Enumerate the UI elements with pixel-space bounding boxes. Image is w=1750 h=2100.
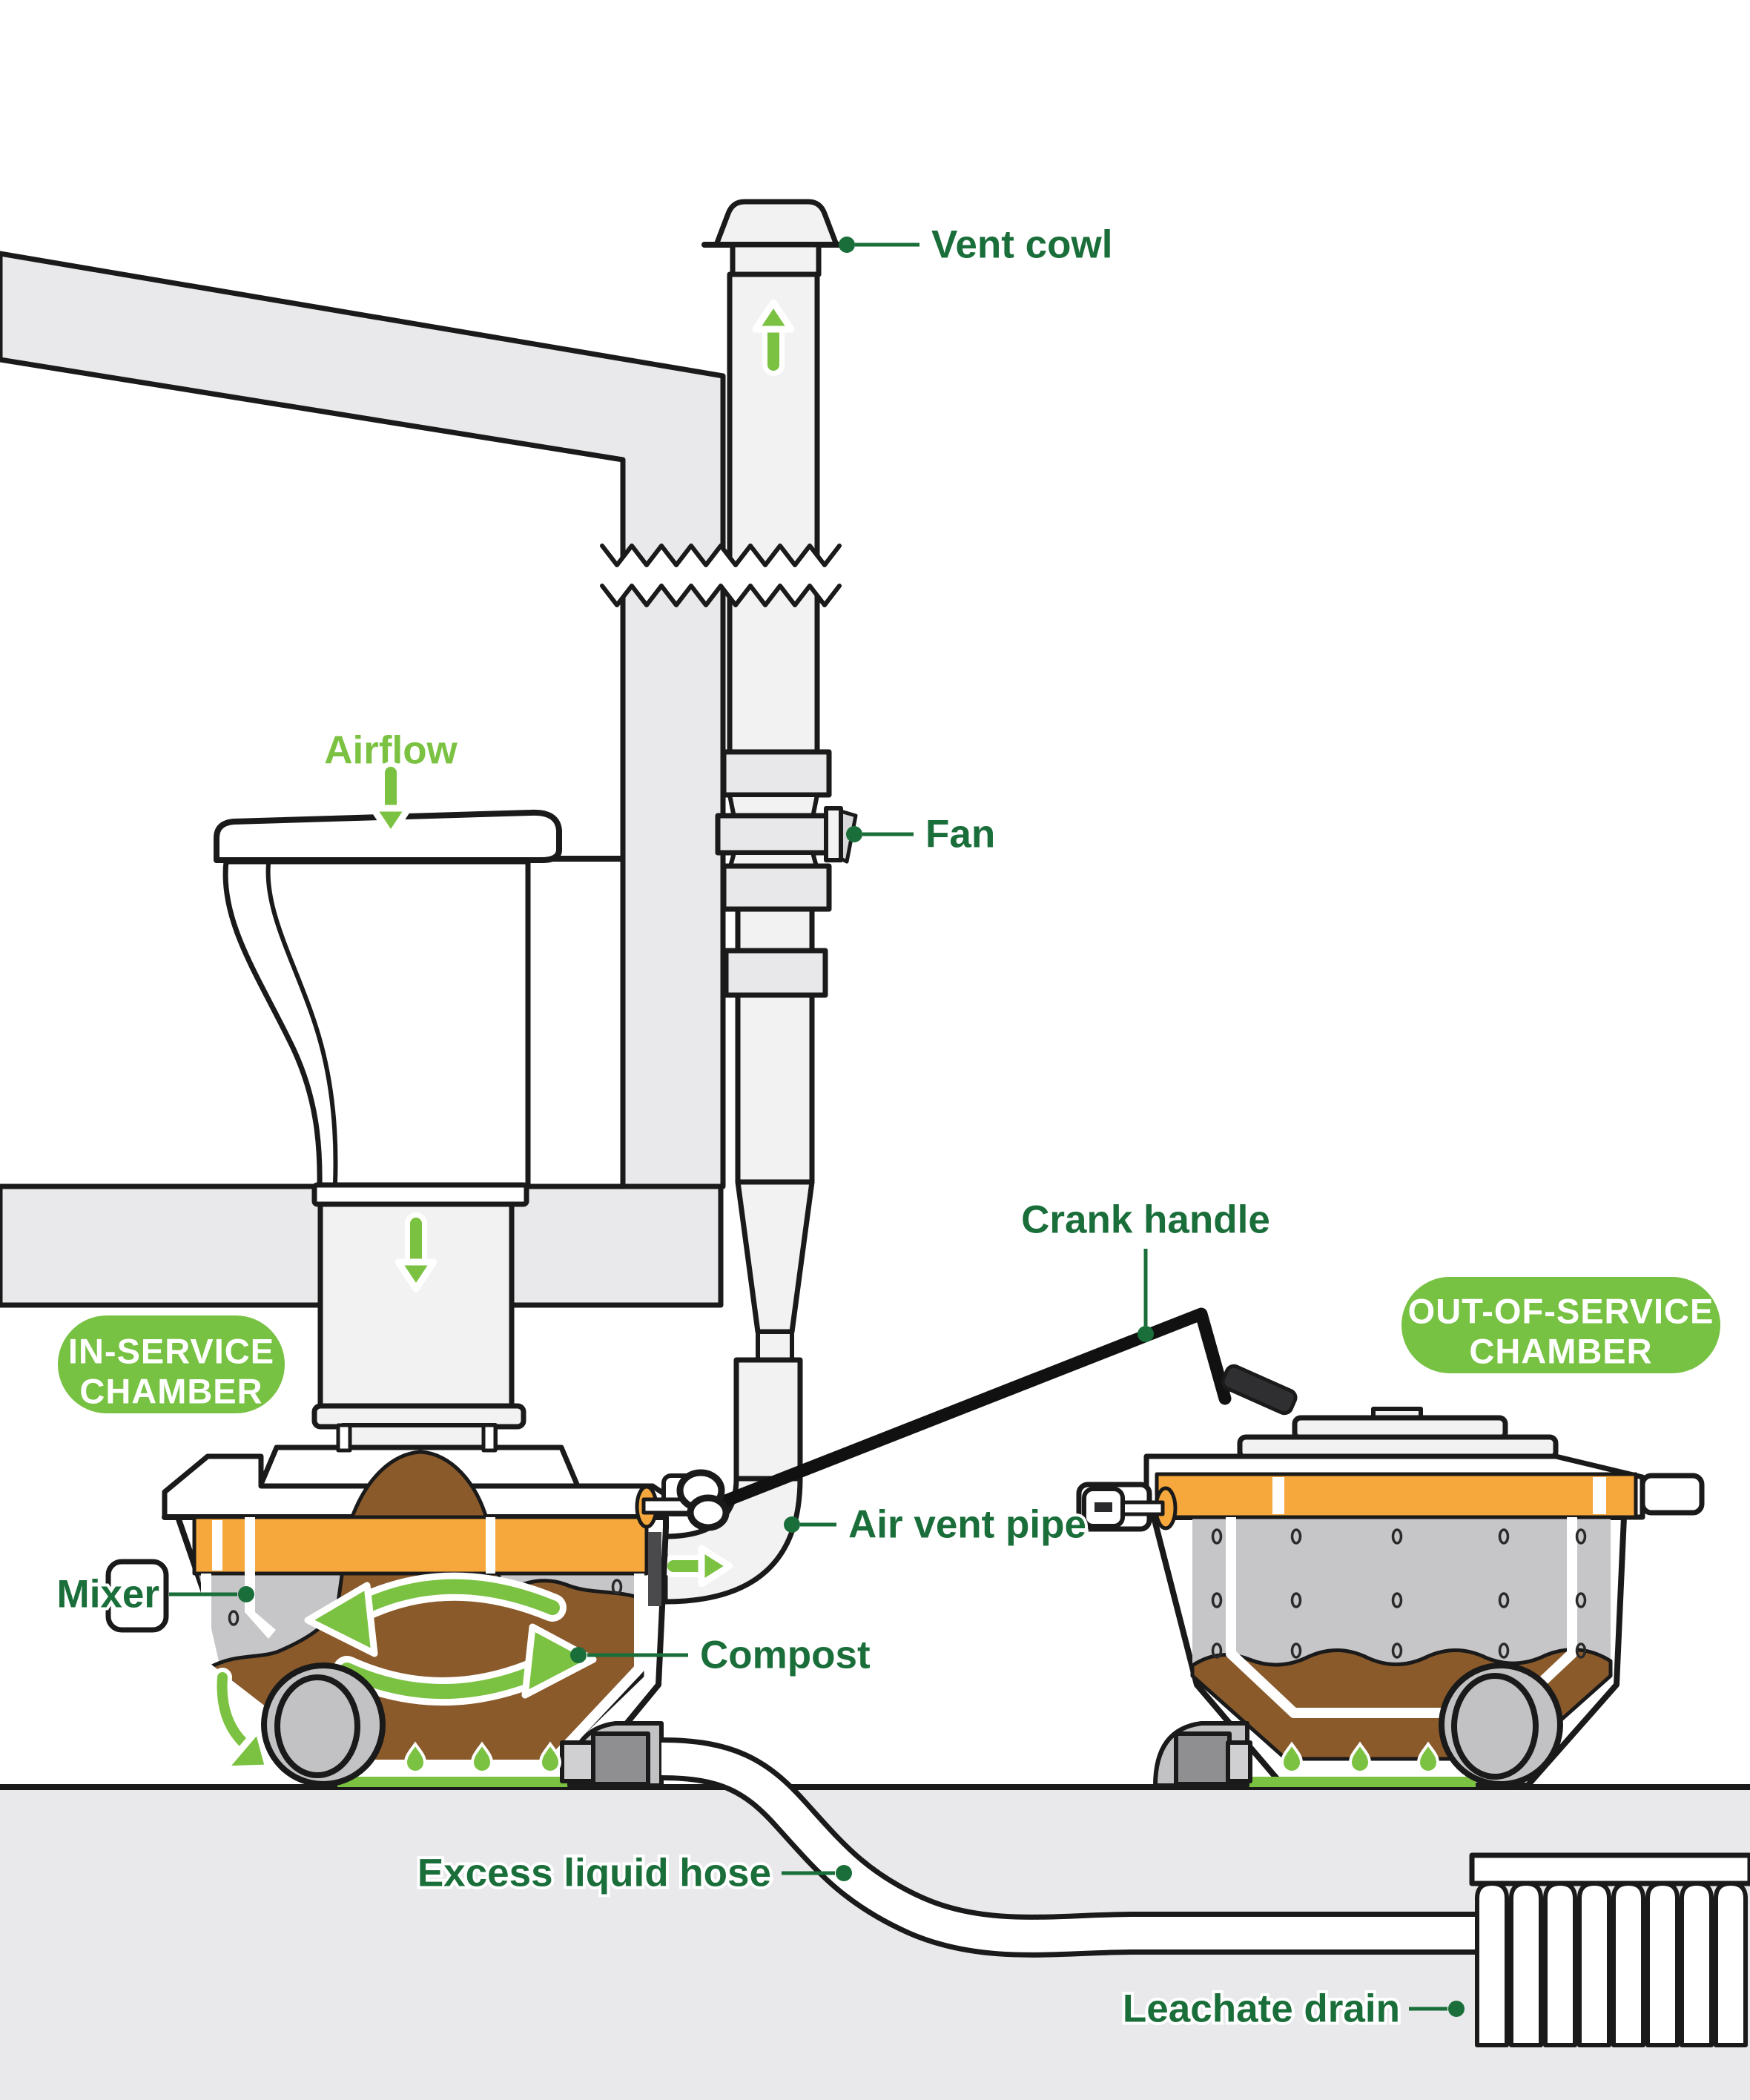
crank-link-2 xyxy=(687,1494,730,1531)
toilet-body xyxy=(222,859,531,1189)
toilet-plinth xyxy=(311,1182,529,1207)
vent-hole xyxy=(611,1579,623,1595)
air-vent-pipe-callout: Air vent pipe xyxy=(784,1500,1089,1550)
neck-wall-left xyxy=(336,1423,352,1453)
out-of-service-chamber xyxy=(1076,1407,1705,1789)
toilet-body-inner-line xyxy=(265,862,338,1186)
callouts: Vent cowl Fan Crank handle Air vent pipe… xyxy=(54,220,1465,2034)
vent-hole xyxy=(228,1610,240,1626)
pipe-drop xyxy=(733,1357,803,1482)
crank-grip xyxy=(1221,1364,1298,1416)
mixing-arrows-icon xyxy=(304,1572,597,1706)
orange-band xyxy=(192,1515,649,1576)
drain-header xyxy=(1469,1852,1750,1886)
green-strip xyxy=(1194,1777,1476,1787)
badge-line2: CHAMBER xyxy=(79,1372,262,1411)
vent-pipe-lower xyxy=(735,992,815,1185)
mixer-callout: Mixer xyxy=(54,1570,254,1619)
compost-label: Compost xyxy=(700,1634,871,1677)
badge-pill xyxy=(1401,1277,1720,1373)
airflow-callout: Airflow xyxy=(321,726,461,839)
pipe-coupling-2 xyxy=(721,863,832,912)
badge-pill xyxy=(58,1315,285,1413)
crank-assembly xyxy=(635,1307,1298,1531)
side-tab xyxy=(1640,1473,1705,1516)
wheel-hub xyxy=(1451,1673,1539,1780)
elbow-right-arrow-icon xyxy=(662,1545,733,1588)
orange-band-slot xyxy=(1272,1477,1284,1514)
inner-liner xyxy=(201,1574,644,1770)
badge-line2: CHAMBER xyxy=(1469,1332,1652,1371)
excess-liquid-hose xyxy=(661,1737,1476,1958)
excess-liquid-hose-callout: Excess liquid hose xyxy=(415,1849,852,1898)
badge-line1: IN-SERVICE xyxy=(68,1332,274,1371)
fall-arrow-icon xyxy=(212,1668,272,1773)
toilet xyxy=(214,809,624,1207)
orange-band-slot xyxy=(212,1520,222,1571)
fan-housing xyxy=(715,813,835,856)
excess-liquid-hose-label: Excess liquid hose xyxy=(417,1852,771,1895)
pipe-up-arrow-icon xyxy=(752,299,795,376)
wheel-hub xyxy=(274,1674,360,1778)
fan-label: Fan xyxy=(925,813,995,856)
socket-axle xyxy=(1117,1500,1165,1516)
mixer-arm-foot xyxy=(245,1612,276,1639)
leachate-drain xyxy=(1469,1852,1750,2047)
vent-cowl-callout: Vent cowl xyxy=(839,220,1115,270)
vent-cowl-label: Vent cowl xyxy=(931,223,1112,267)
vent-holes xyxy=(1211,1528,1587,1659)
socket-slot xyxy=(1094,1502,1112,1512)
orange-band xyxy=(1155,1472,1638,1519)
leachate-drain-label: Leachate drain xyxy=(1123,1987,1400,2031)
crank-rod xyxy=(704,1307,1232,1513)
pipe-funnel xyxy=(735,1179,815,1335)
crank-handle-callout: Crank handle xyxy=(1018,1195,1273,1342)
pipe-neck xyxy=(756,1330,794,1362)
toilet-chute xyxy=(317,1188,515,1410)
leachate-drain-callout: Leachate drain xyxy=(1120,1984,1465,2034)
drain-pump xyxy=(1174,1731,1232,1786)
leachate-drips-icon xyxy=(1280,1741,1440,1774)
drain-pump xyxy=(591,1731,650,1786)
neck-wall-right xyxy=(481,1423,498,1453)
crank-handle-label: Crank handle xyxy=(1021,1198,1270,1242)
vent-cowl-collar xyxy=(730,242,822,277)
fan-motor xyxy=(824,806,843,862)
pipe-coupling-1 xyxy=(721,749,832,798)
inner-liner xyxy=(1226,1517,1577,1718)
vent-cowl-cap xyxy=(713,199,839,248)
drain-fitting xyxy=(1226,1740,1252,1783)
airflow-down-arrow-icon xyxy=(369,762,412,839)
drain-fingers xyxy=(1475,1881,1746,2047)
hose-body xyxy=(661,1743,1476,1952)
air-vent-pipe-label: Air vent pipe xyxy=(848,1503,1086,1547)
pipe-coupling-3 xyxy=(723,948,828,998)
side-handle xyxy=(105,1559,169,1633)
green-strip xyxy=(337,1777,582,1787)
fan-callout: Fan xyxy=(846,810,998,859)
orange-band-slot xyxy=(1593,1477,1606,1514)
in-service-chamber xyxy=(105,1403,669,1789)
out-of-service-badge: OUT-OF-SERVICE CHAMBER xyxy=(1401,1277,1720,1373)
compost-callout: Compost xyxy=(570,1631,874,1680)
in-service-badge: IN-SERVICE CHAMBER xyxy=(58,1315,285,1413)
mixer-label: Mixer xyxy=(57,1573,159,1617)
pipe-break-zigzag xyxy=(600,544,842,607)
mixer-mount xyxy=(486,1517,495,1574)
badge-line1: OUT-OF-SERVICE xyxy=(1408,1292,1714,1331)
vent-pipe-mid xyxy=(735,906,815,957)
drain-fitting xyxy=(560,1740,597,1783)
vent-port xyxy=(648,1532,661,1606)
leachate-drips-icon xyxy=(403,1741,562,1774)
chute-down-arrow-icon xyxy=(394,1212,438,1292)
